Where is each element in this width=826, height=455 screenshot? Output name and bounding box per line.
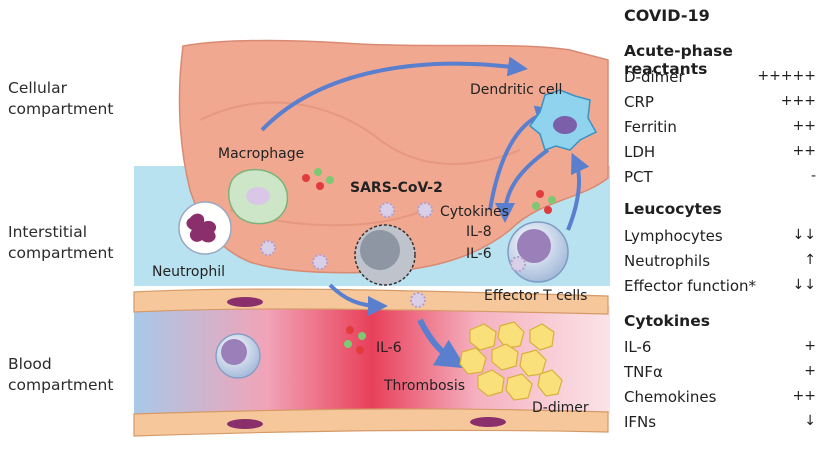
list-item: Neutrophils ↑ — [624, 252, 816, 274]
endothelial-nucleus — [470, 417, 506, 427]
list-item: IFNs ↓ — [624, 413, 816, 435]
virus-particles — [260, 202, 433, 308]
row-name: Chemokines — [624, 388, 717, 406]
macrophage-label: Macrophage — [218, 146, 304, 162]
row-value: ↑ — [804, 252, 816, 268]
infected-cell — [354, 224, 416, 286]
effector-arrow — [566, 152, 590, 231]
interstitial-label-line-1: Interstitial — [8, 223, 88, 241]
row-value: ↓↓ — [792, 227, 816, 243]
cytokines-label: Cytokines — [440, 204, 509, 220]
list-item: LDH ++ — [624, 143, 816, 165]
row-name: LDH — [624, 143, 656, 161]
row-name: Lymphocytes — [624, 227, 723, 245]
row-value: ↓↓ — [792, 277, 816, 293]
row-value: ↓ — [804, 413, 816, 429]
list-item: PCT - — [624, 168, 816, 190]
migration-arrow — [260, 56, 528, 132]
interstitial-compartment-label: Interstitial compartment — [8, 222, 113, 264]
tissue-fold — [199, 101, 521, 165]
endothelial-nucleus — [227, 297, 263, 307]
list-item: Ferritin ++ — [624, 118, 816, 140]
thrombosis-arrow — [417, 318, 467, 369]
row-value: ++ — [792, 143, 816, 159]
covid-summary-panel: COVID-19 Acute-phase reactants D-dimer +… — [614, 0, 819, 455]
list-item: TNFα + — [624, 363, 816, 385]
row-name: TNFα — [624, 363, 663, 381]
dendritic-cell-label: Dendritic cell — [470, 82, 562, 98]
list-item: Effector function* ↓↓ — [624, 277, 816, 299]
activation-arrow-2 — [495, 148, 550, 223]
cellular-label-line-1: Cellular — [8, 79, 67, 97]
neutrophil-label: Neutrophil — [152, 264, 225, 280]
blood-label-line-1: Blood — [8, 355, 52, 373]
dendritic-cell — [528, 89, 598, 151]
row-name: PCT — [624, 168, 653, 186]
cellular-compartment-label: Cellular compartment — [8, 78, 113, 120]
row-value: +++++ — [757, 68, 816, 84]
neutrophil-cell — [178, 201, 232, 255]
row-name: CRP — [624, 93, 654, 111]
endothelial-nucleus — [227, 419, 263, 429]
row-name: IL-6 — [624, 338, 652, 356]
sars-cov-2-label: SARS-CoV-2 — [350, 180, 443, 196]
blood-lymphocyte — [215, 333, 261, 379]
row-value: + — [804, 338, 816, 354]
section-header-acute-phase: Acute-phase reactants — [624, 42, 733, 78]
row-name: Effector function* — [624, 277, 757, 295]
row-value: ++ — [792, 118, 816, 134]
effector-t-cell — [507, 221, 569, 283]
row-name: Neutrophils — [624, 252, 711, 270]
d-dimer-label: D-dimer — [532, 400, 589, 416]
il8-label: IL-8 — [466, 224, 492, 240]
row-value: ++ — [792, 388, 816, 404]
panel-title: COVID-19 — [624, 6, 710, 25]
infiltration-arrow — [328, 283, 388, 316]
row-name: D-dimer — [624, 68, 685, 86]
row-name: IFNs — [624, 413, 657, 431]
macrophage-cell — [227, 168, 289, 225]
cellular-label-line-2: compartment — [8, 100, 114, 118]
thrombosis-label: Thrombosis — [383, 378, 465, 394]
thrombus — [459, 321, 563, 401]
cytokine-cluster — [302, 168, 556, 354]
row-value: + — [804, 363, 816, 379]
interstitial-label-line-2: compartment — [8, 244, 114, 262]
list-item: CRP +++ — [624, 93, 816, 115]
row-value: - — [810, 168, 816, 184]
section-header-leucocytes: Leucocytes — [624, 200, 722, 218]
vessel-wall-lower — [133, 408, 609, 437]
il6-blood-label: IL-6 — [376, 340, 402, 356]
row-name: Ferritin — [624, 118, 677, 136]
covid-pathophysiology-illustration: Dendritic cell Macrophage SARS-CoV-2 Cyt… — [133, 39, 610, 437]
blood-compartment-label: Blood compartment — [8, 354, 113, 396]
row-value: +++ — [780, 93, 816, 109]
list-item: Chemokines ++ — [624, 388, 816, 410]
list-item: Lymphocytes ↓↓ — [624, 227, 816, 249]
blood-label-line-2: compartment — [8, 376, 114, 394]
effector-t-cells-label: Effector T cells — [484, 288, 587, 304]
section-header-cytokines: Cytokines — [624, 312, 710, 330]
list-item: D-dimer +++++ — [624, 68, 816, 90]
il6-interstitial-label: IL-6 — [466, 246, 492, 262]
list-item: IL-6 + — [624, 338, 816, 360]
